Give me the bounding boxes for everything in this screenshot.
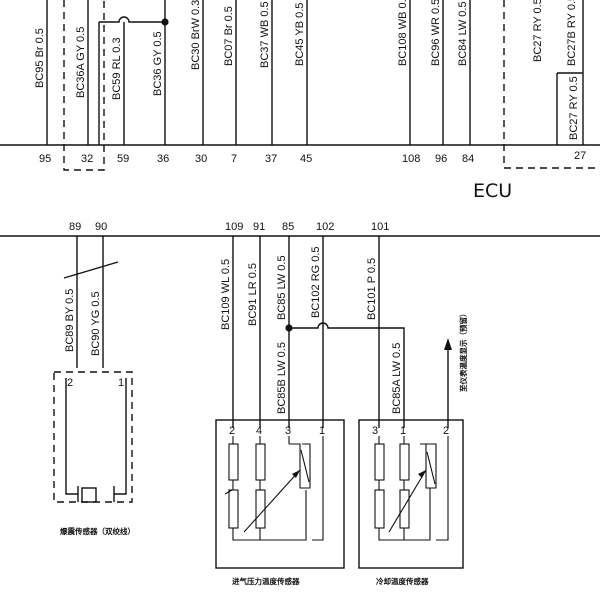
pin-32: 32 — [81, 153, 93, 165]
ecu-title: ECU — [473, 180, 512, 202]
intake-sensor-box — [215, 419, 345, 569]
pin-30: 30 — [195, 153, 207, 165]
pin-37: 37 — [265, 153, 277, 165]
label-wire-102: BC102 RG 0.5 — [310, 246, 322, 318]
label-wire-36: BC36 GY 0.5 — [152, 31, 164, 96]
label-wire-45: BC45 YB 0.5 — [294, 3, 306, 66]
label-wire-108: BC108 WB 0.5 — [397, 0, 409, 66]
intake-pin-1: 1 — [319, 425, 325, 437]
label-wire-89: BC89 BY 0.5 — [64, 289, 76, 352]
pin-85: 85 — [282, 221, 294, 233]
pin-108: 108 — [402, 153, 420, 165]
intake-pin-4: 4 — [256, 425, 262, 437]
pin-95: 95 — [39, 153, 51, 165]
twisted-pair-mark — [63, 261, 119, 279]
label-wire-96: BC96 WR 0.5 — [430, 0, 442, 66]
label-wire-27b: BC27B RY 0.5 — [566, 0, 578, 66]
shield-32 — [63, 0, 105, 171]
pin-84: 84 — [462, 153, 474, 165]
intake-sensor-circuit — [224, 436, 324, 541]
knock-sensor-core — [81, 487, 97, 503]
pin-91: 91 — [253, 221, 265, 233]
wire-36a-link — [99, 16, 165, 23]
pin-102: 102 — [316, 221, 334, 233]
label-wire-85: BC85 LW 0.5 — [276, 255, 288, 320]
pin-36: 36 — [157, 153, 169, 165]
label-wire-91: BC91 LR 0.5 — [247, 263, 259, 326]
coolant-sensor-circuit — [374, 436, 449, 541]
knock-sensor-caption: 爆震传感器（双绞线） — [60, 526, 135, 536]
label-wire-30: BC30 BrW 0.3 — [190, 0, 202, 70]
knock-sensor-element — [65, 378, 127, 495]
label-wire-59: BC59 RL 0.3 — [111, 37, 123, 100]
pin-7: 7 — [231, 153, 237, 165]
gauge-arrow-head — [444, 338, 452, 350]
label-wire-7: BC07 Br 0.5 — [223, 6, 235, 66]
pin-90: 90 — [95, 221, 107, 233]
label-wire-84: BC84 LW 0.5 — [457, 1, 469, 66]
label-wire-27-top: BC27 RY 0.5 — [532, 0, 544, 62]
knock-pin-2: 2 — [67, 377, 73, 389]
pin-27: 27 — [574, 150, 586, 162]
ecu-right-block — [503, 0, 600, 169]
pin-59: 59 — [117, 153, 129, 165]
coolant-pin-1: 1 — [400, 425, 406, 437]
pin-45: 45 — [300, 153, 312, 165]
pin-89: 89 — [69, 221, 81, 233]
coolant-sensor-caption: 冷却温度传感器 — [376, 576, 429, 586]
coolant-pin-2: 2 — [443, 425, 449, 437]
intake-pin-3: 3 — [285, 425, 291, 437]
label-wire-32: BC36A GY 0.5 — [75, 27, 87, 98]
label-wire-101: BC101 P 0.5 — [366, 258, 378, 320]
junction-85 — [285, 324, 293, 332]
wire-85-crosslink — [289, 322, 405, 428]
knock-pin-1: 1 — [118, 377, 124, 389]
pin-109: 109 — [225, 221, 243, 233]
pin-96: 96 — [435, 153, 447, 165]
coolant-pin-3: 3 — [372, 425, 378, 437]
intake-sensor-caption: 进气压力温度传感器 — [232, 576, 300, 586]
gauge-arrow-note: 至仪表温度显示（预留） — [458, 310, 468, 393]
label-wire-90: BC90 YG 0.5 — [90, 291, 102, 356]
intake-pin-2: 2 — [229, 425, 235, 437]
junction-36 — [161, 18, 169, 26]
pin-101: 101 — [371, 221, 389, 233]
label-wire-95: BC95 Br 0.5 — [34, 28, 46, 88]
label-wire-37: BC37 WB 0.5 — [259, 1, 271, 68]
label-wire-27-low: BC27 RY 0.5 — [568, 76, 580, 140]
coolant-sensor-box — [358, 419, 464, 569]
label-wire-85a: BC85A LW 0.5 — [391, 343, 403, 414]
label-wire-85b: BC85B LW 0.5 — [276, 342, 288, 414]
label-wire-109: BC109 WL 0.5 — [220, 259, 232, 330]
